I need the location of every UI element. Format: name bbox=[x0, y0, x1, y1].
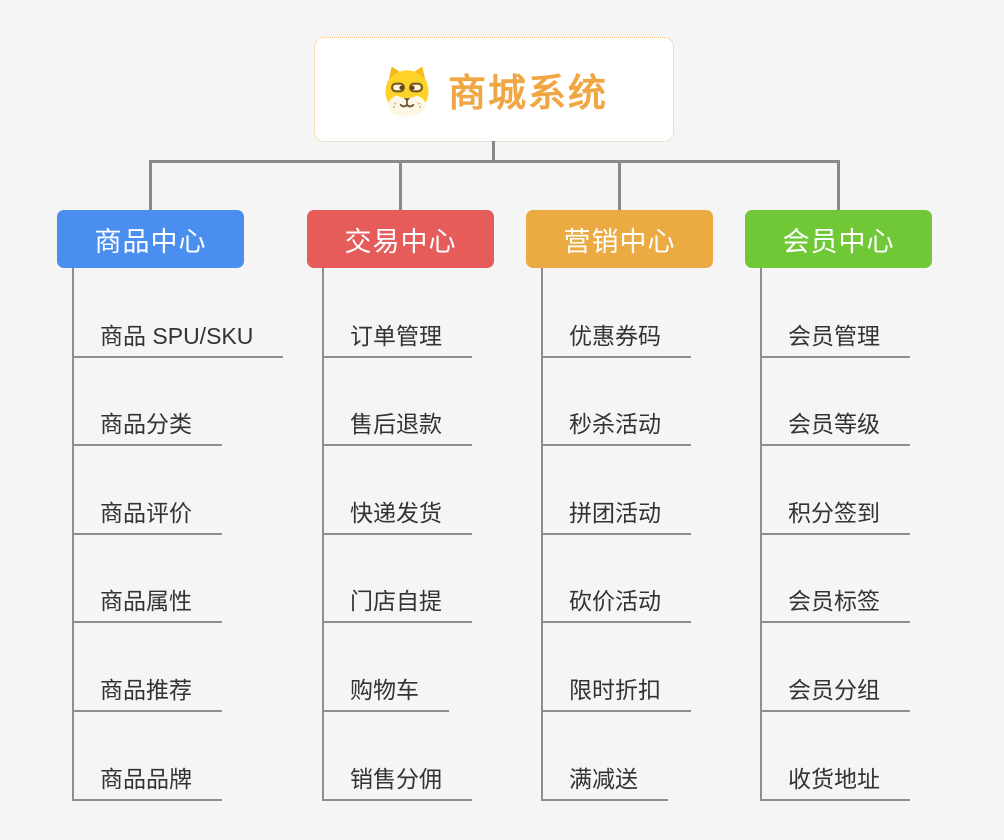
leaf-node[interactable]: 商品属性 bbox=[72, 587, 222, 623]
leaf-node[interactable]: 会员等级 bbox=[760, 410, 910, 446]
connector-drop-marketing bbox=[618, 160, 621, 211]
leaf-node[interactable]: 商品 SPU/SKU bbox=[72, 322, 284, 358]
leaf-node[interactable]: 商品分类 bbox=[72, 410, 222, 446]
leaf-node[interactable]: 砍价活动 bbox=[541, 587, 691, 623]
connector-drop-trade bbox=[399, 160, 402, 211]
leaf-node[interactable]: 拼团活动 bbox=[541, 499, 691, 535]
leaf-node[interactable]: 售后退款 bbox=[322, 410, 472, 446]
dog-face-icon bbox=[380, 63, 434, 117]
branch-node-trade[interactable]: 交易中心 bbox=[307, 210, 494, 268]
leaf-node[interactable]: 购物车 bbox=[322, 676, 449, 712]
branch-column-trade: 交易中心 订单管理 售后退款 快递发货 门店自提 购物车 销售分佣 bbox=[307, 210, 537, 820]
branch-column-member: 会员中心 会员管理 会员等级 积分签到 会员标签 会员分组 收货地址 bbox=[745, 210, 975, 820]
branch-node-product[interactable]: 商品中心 bbox=[57, 210, 244, 268]
leaf-node[interactable]: 快递发货 bbox=[322, 499, 472, 535]
branch-column-product: 商品中心 商品 SPU/SKU 商品分类 商品评价 商品属性 商品推荐 商品品牌 bbox=[57, 210, 287, 820]
branch-column-marketing: 营销中心 优惠券码 秒杀活动 拼团活动 砍价活动 限时折扣 满减送 bbox=[526, 210, 756, 820]
root-title: 商城系统 bbox=[447, 73, 608, 115]
root-node[interactable]: 商城系统 bbox=[314, 37, 674, 142]
leaf-node[interactable]: 会员标签 bbox=[760, 587, 910, 623]
connector-drop-product bbox=[149, 160, 152, 211]
leaf-node[interactable]: 商品品牌 bbox=[72, 765, 222, 801]
leaf-node[interactable]: 秒杀活动 bbox=[541, 410, 691, 446]
leaf-node[interactable]: 商品推荐 bbox=[72, 676, 222, 712]
branch-node-marketing[interactable]: 营销中心 bbox=[526, 210, 713, 268]
connector-drop-member bbox=[837, 160, 840, 211]
leaf-node[interactable]: 收货地址 bbox=[760, 765, 910, 801]
leaf-node[interactable]: 会员分组 bbox=[760, 676, 910, 712]
connector-horizontal-bar bbox=[149, 160, 840, 163]
leaf-node[interactable]: 积分签到 bbox=[760, 499, 910, 535]
leaf-node[interactable]: 门店自提 bbox=[322, 587, 472, 623]
leaf-node[interactable]: 销售分佣 bbox=[322, 765, 472, 801]
connector-root-stem bbox=[492, 141, 495, 161]
leaf-node[interactable]: 限时折扣 bbox=[541, 676, 691, 712]
leaf-node[interactable]: 满减送 bbox=[541, 765, 668, 801]
leaf-node[interactable]: 会员管理 bbox=[760, 322, 910, 358]
leaf-node[interactable]: 订单管理 bbox=[322, 322, 472, 358]
leaf-node[interactable]: 优惠券码 bbox=[541, 322, 691, 358]
leaf-node[interactable]: 商品评价 bbox=[72, 499, 222, 535]
branch-node-member[interactable]: 会员中心 bbox=[745, 210, 932, 268]
